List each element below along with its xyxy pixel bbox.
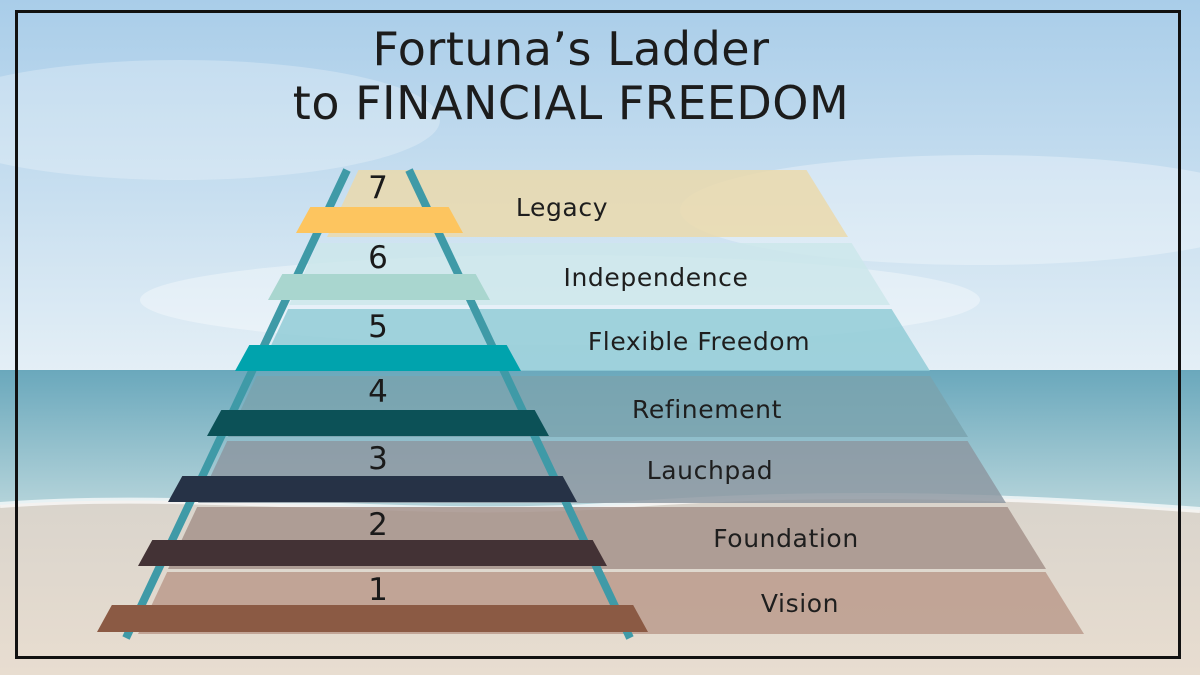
step-number-3: 3 xyxy=(368,441,388,477)
step-label-5: Flexible Freedom xyxy=(588,327,810,356)
rung-step-7 xyxy=(296,207,463,233)
step-label-7: Legacy xyxy=(516,193,608,222)
step-label-3: Lauchpad xyxy=(647,456,774,485)
step-label-1: Vision xyxy=(761,589,839,618)
step-number-1: 1 xyxy=(368,572,388,608)
rung-step-3 xyxy=(168,476,577,502)
step-label-6: Independence xyxy=(564,263,749,292)
rung-step-5 xyxy=(235,345,521,371)
step-number-2: 2 xyxy=(368,507,388,543)
rung-step-1 xyxy=(97,605,648,632)
rung-step-4 xyxy=(207,410,549,436)
step-number-4: 4 xyxy=(368,374,388,410)
rung-step-2 xyxy=(138,540,607,566)
step-band-7 xyxy=(327,170,848,237)
rung-step-6 xyxy=(268,274,490,300)
page-title: Fortuna’s Ladder to FINANCIAL FREEDOM xyxy=(0,22,1142,130)
step-number-5: 5 xyxy=(368,309,388,345)
ladder-rungs xyxy=(97,207,648,632)
step-number-7: 7 xyxy=(368,170,388,206)
title-line-1: Fortuna’s Ladder xyxy=(372,22,770,76)
step-number-6: 6 xyxy=(368,240,388,276)
step-label-2: Foundation xyxy=(713,524,859,553)
title-line-2: to FINANCIAL FREEDOM xyxy=(292,76,850,130)
step-label-4: Refinement xyxy=(632,395,782,424)
